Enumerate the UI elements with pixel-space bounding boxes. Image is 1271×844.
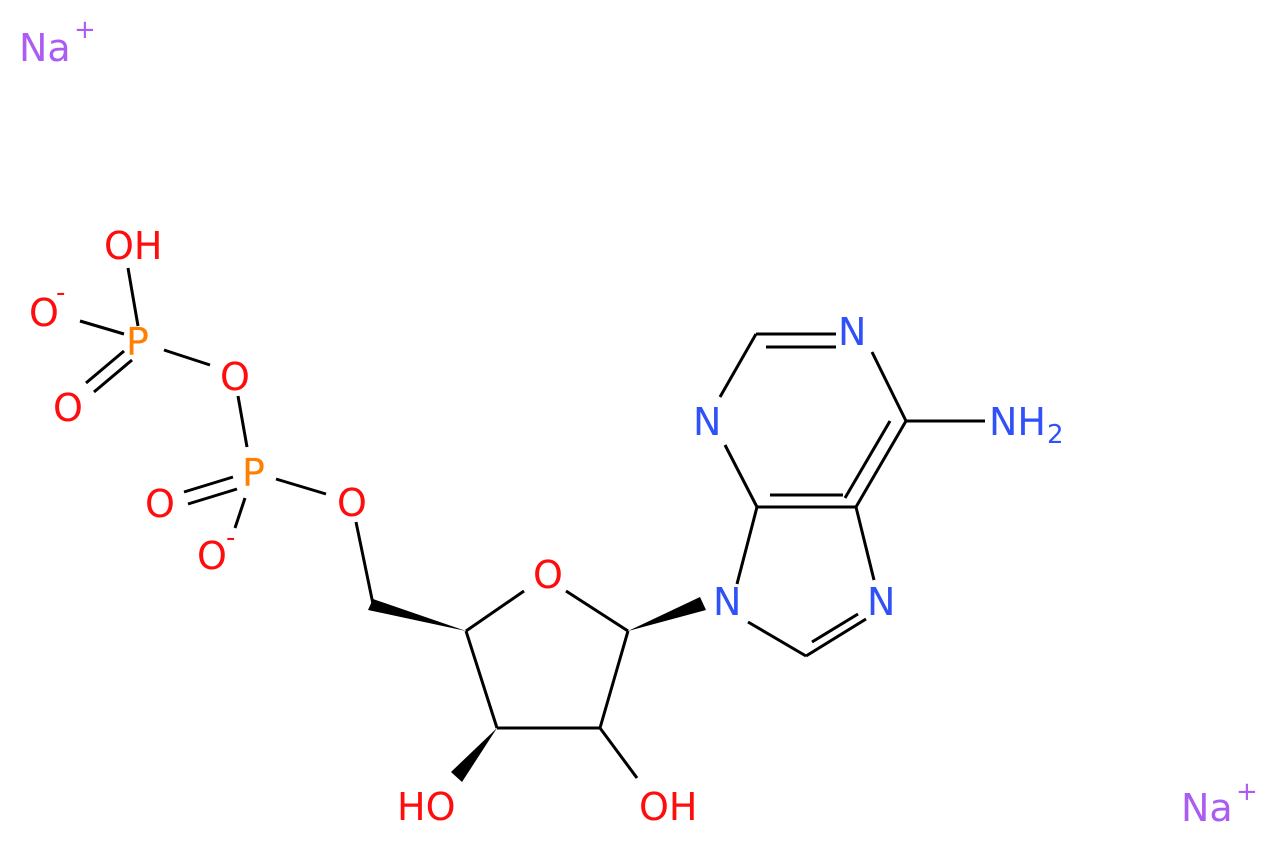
bonds — [79, 267, 985, 782]
bond-obridge-p2 — [236, 395, 249, 448]
amino-group-subscript: 2 — [1047, 420, 1064, 450]
oxide-p1: O — [29, 291, 59, 335]
bond-p1-o-double-a — [85, 349, 125, 385]
bond-p2-o-double-b — [187, 487, 238, 506]
wedge-c3-oh — [451, 728, 497, 782]
nitrogen-n9: N — [713, 580, 741, 624]
bond-p1-obridge — [163, 348, 211, 367]
bond-c8-n7-b — [811, 612, 859, 644]
nitrogen-n1: N — [838, 310, 866, 354]
ring-oxygen: O — [533, 553, 563, 597]
amino-group: NH — [989, 400, 1046, 444]
sodium-ion-bottom: Na — [1181, 786, 1233, 830]
ester-oxygen: O — [337, 481, 367, 525]
bond-n3-c2p — [718, 333, 758, 398]
bond-c1-c2 — [598, 630, 630, 729]
oxo-p1: O — [53, 386, 83, 430]
bond-oester-c5 — [354, 521, 375, 605]
hydroxyl-c2: OH — [639, 785, 697, 829]
wedge-c4-c5 — [368, 599, 466, 631]
sodium-ion-top-charge: + — [74, 15, 96, 45]
oxide-p2: O — [197, 534, 227, 578]
bond-p2-oester — [275, 477, 327, 496]
bond-p1-ominus — [79, 319, 125, 336]
bond-p2-ominus — [233, 497, 247, 529]
bond-p1-o-double-b — [93, 358, 133, 394]
phosphorus-2: P — [242, 451, 265, 495]
hydroxyl-p1: OH — [104, 224, 162, 268]
bond-c2-oh — [598, 727, 639, 779]
bond-c4-oring — [465, 589, 525, 633]
bond-c6-c5p-b — [843, 420, 892, 499]
oxo-p2: O — [145, 482, 175, 526]
bond-n9-c8 — [747, 620, 807, 658]
bond-c4p-n9 — [735, 506, 759, 585]
nitrogen-n7: N — [867, 580, 895, 624]
bond-c6-c5p-a — [854, 420, 908, 508]
bond-c8-n7-a — [805, 617, 867, 658]
hydroxyl-c3: HO — [397, 785, 455, 829]
atom-labels: Na + Na + OH O - P O O P O O - O O HO OH… — [19, 15, 1258, 830]
bond-oring-c1 — [565, 589, 629, 633]
oxide-p1-charge: - — [56, 278, 65, 308]
oxide-p2-charge: - — [226, 523, 235, 553]
bridging-oxygen: O — [220, 355, 250, 399]
sodium-ion-bottom-charge: + — [1236, 777, 1258, 807]
bond-p1-oh — [126, 267, 140, 327]
bond-c4p-n3 — [723, 444, 759, 508]
bond-c3-c4 — [464, 630, 499, 729]
wedge-c1-n9 — [628, 597, 706, 631]
bond-n1-c6 — [870, 351, 908, 422]
phosphorus-1: P — [126, 320, 149, 364]
nitrogen-n3: N — [693, 400, 721, 444]
sodium-ion-top: Na — [19, 26, 71, 70]
bond-p2-o-double-a — [183, 475, 234, 494]
bond-n7-c5p — [854, 506, 876, 581]
